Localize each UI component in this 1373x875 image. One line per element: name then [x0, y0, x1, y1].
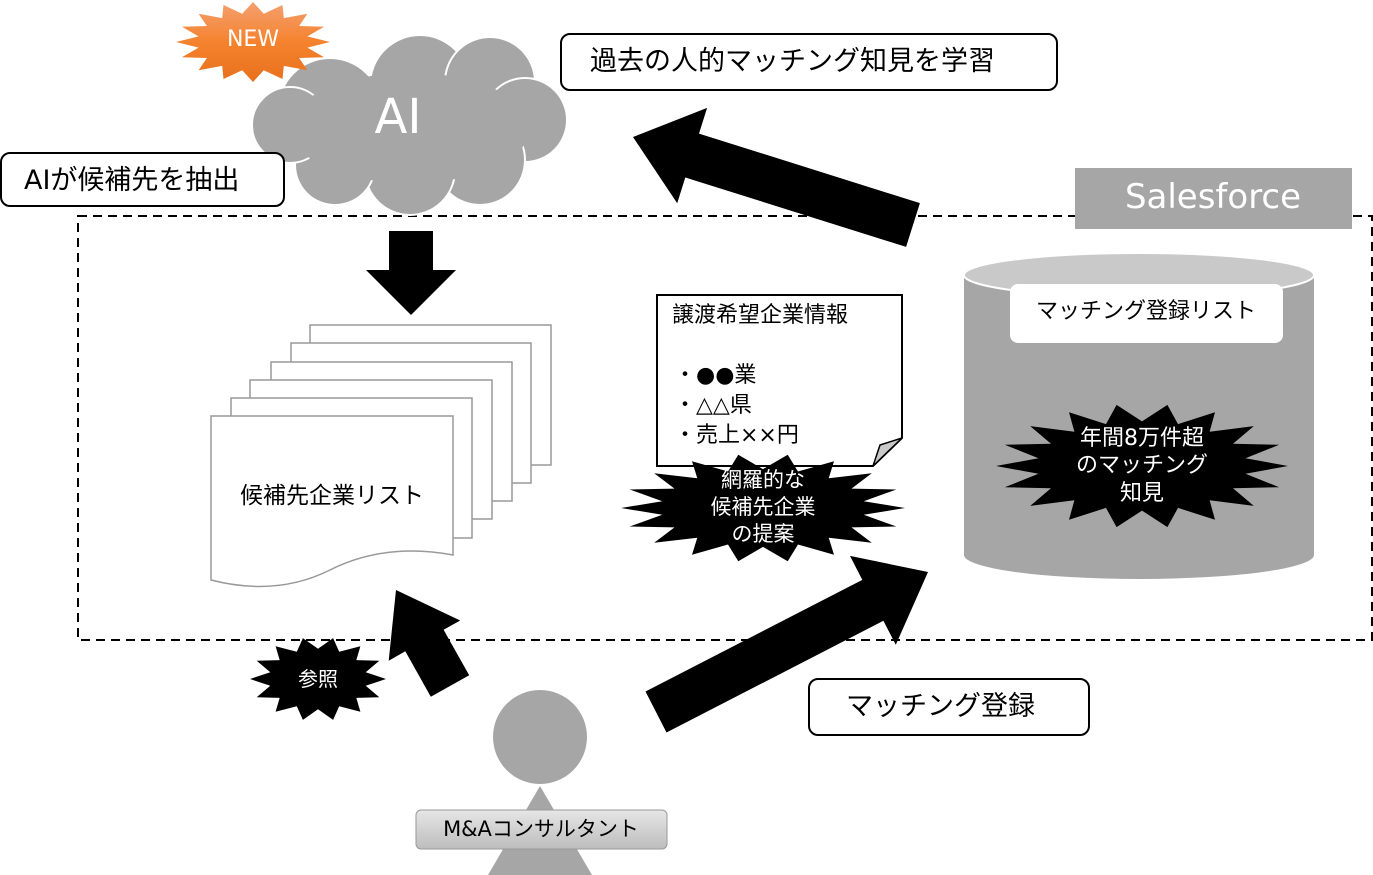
proposal-burst — [621, 454, 905, 562]
knowledge-burst — [996, 404, 1288, 528]
consultant-figure: M&Aコンサルタント — [415, 690, 668, 875]
arrow-extract-down — [366, 231, 456, 315]
extract-callout-text: AIが候補先を抽出 — [24, 165, 239, 196]
ai-label: AI — [375, 89, 422, 145]
transfer-info-item: ・売上××円 — [674, 423, 799, 448]
candidate-list-stack — [210, 324, 552, 588]
salesforce-region — [77, 215, 1373, 641]
reference-label: 参照 — [298, 667, 338, 691]
knowledge-text: 知見 — [1120, 481, 1164, 506]
candidate-list-label: 候補先企業リスト — [240, 483, 424, 509]
proposal-text: 網羅的な — [721, 468, 805, 492]
extract-callout: AIが候補先を抽出 — [0, 152, 285, 207]
arrow-reference — [388, 590, 470, 697]
new-badge-burst — [176, 2, 330, 82]
learning-callout-text: 過去の人的マッチング知見を学習 — [590, 46, 995, 77]
learning-callout: 過去の人的マッチング知見を学習 — [560, 33, 1058, 91]
consultant-label: M&Aコンサルタント — [443, 817, 639, 841]
knowledge-text: のマッチング — [1076, 453, 1208, 478]
salesforce-label-box: Salesforce — [1075, 168, 1352, 229]
transfer-info-title: 譲渡希望企業情報 — [672, 303, 848, 328]
salesforce-label: Salesforce — [1125, 177, 1301, 217]
proposal-text: の提案 — [732, 522, 795, 546]
database-label: マッチング登録リスト — [1036, 299, 1256, 324]
arrow-learning — [633, 107, 920, 247]
knowledge-text: 年間8万件超 — [1080, 426, 1204, 451]
register-callout-text: マッチング登録 — [846, 691, 1035, 722]
transfer-info-item: ・●●業 — [674, 363, 756, 388]
transfer-info-note: 譲渡希望企業情報 ・●●業 ・△△県 ・売上××円 — [656, 294, 903, 467]
proposal-text: 候補先企業 — [711, 495, 816, 519]
arrow-register — [645, 555, 928, 733]
register-callout: マッチング登録 — [808, 678, 1090, 736]
matching-database: マッチング登録リスト — [963, 252, 1315, 579]
reference-burst — [250, 638, 386, 720]
new-badge-label: NEW — [227, 27, 279, 52]
transfer-info-item: ・△△県 — [674, 393, 752, 418]
